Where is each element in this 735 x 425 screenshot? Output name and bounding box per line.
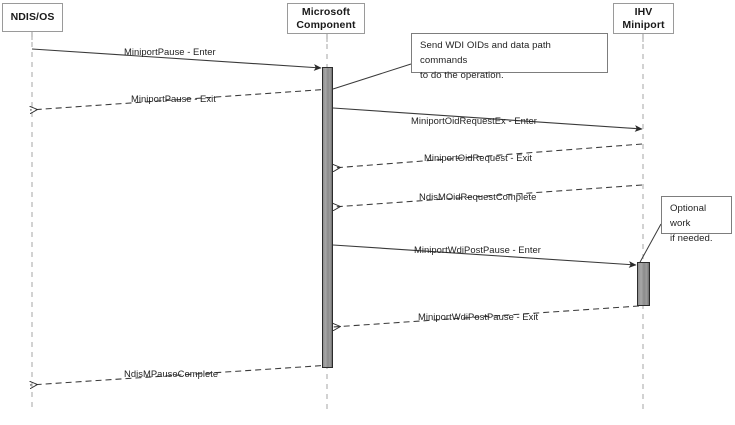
note-send-wdi-oids-line2: to do the operation. (420, 69, 504, 81)
message-arrow-m4 (333, 143, 643, 168)
message-arrow-m6 (332, 244, 637, 268)
note-send-wdi-oids[interactable]: Send WDI OIDs and data path commands to … (411, 33, 608, 81)
message-arrow-m1 (31, 48, 322, 71)
note-leader-optional-work (638, 223, 662, 265)
message-label-miniport-oid-request-ex-enter: MiniportOidRequestEx - Enter (411, 115, 537, 126)
actor-ihv-miniport-label: IHV Miniport (622, 5, 665, 31)
message-arrow-m3 (332, 107, 643, 132)
actor-microsoft-component-label: Microsoft Component (296, 5, 356, 31)
note-optional-work[interactable]: Optional work if needed. (661, 196, 732, 244)
message-arrows (30, 48, 643, 385)
message-label-miniport-pause-enter: MiniportPause - Enter (124, 46, 216, 57)
actor-head-connectors (31, 32, 644, 42)
message-arrow-m2 (30, 88, 332, 110)
message-arrow-m7 (333, 305, 640, 327)
note-leader-lines (332, 63, 662, 265)
note-optional-work-line2: if needed. (670, 232, 713, 244)
actor-ndis-os-label: NDIS/OS (10, 11, 55, 24)
note-send-wdi-oids-line1: Send WDI OIDs and data path commands (420, 40, 551, 66)
actor-microsoft-component[interactable]: Microsoft Component (287, 3, 365, 34)
activation-bar-ihv (637, 262, 650, 306)
message-label-ndis-m-oid-request-complete: NdisMOidRequestComplete (419, 191, 537, 202)
note-leader-wdi-oids (332, 63, 412, 90)
message-arrow-m8 (30, 364, 332, 385)
message-label-miniport-pause-exit: MiniportPause - Exit (131, 93, 216, 104)
message-label-miniport-wdi-post-pause-enter: MiniportWdiPostPause - Enter (414, 244, 541, 255)
actor-ndis-os[interactable]: NDIS/OS (2, 3, 63, 32)
message-label-miniport-wdi-post-pause-exit: MiniportWdiPostPause - Exit (418, 311, 539, 322)
lifelines (31, 32, 644, 410)
message-label-miniport-oid-request-exit: MiniportOidRequest - Exit (424, 152, 533, 163)
message-label-ndis-m-pause-complete: NdisMPauseComplete (124, 368, 219, 379)
actor-ihv-miniport[interactable]: IHV Miniport (613, 3, 674, 34)
note-optional-work-line1: Optional work (670, 203, 707, 229)
message-arrow-m5 (333, 184, 643, 207)
activation-bar-microsoft (322, 67, 333, 368)
